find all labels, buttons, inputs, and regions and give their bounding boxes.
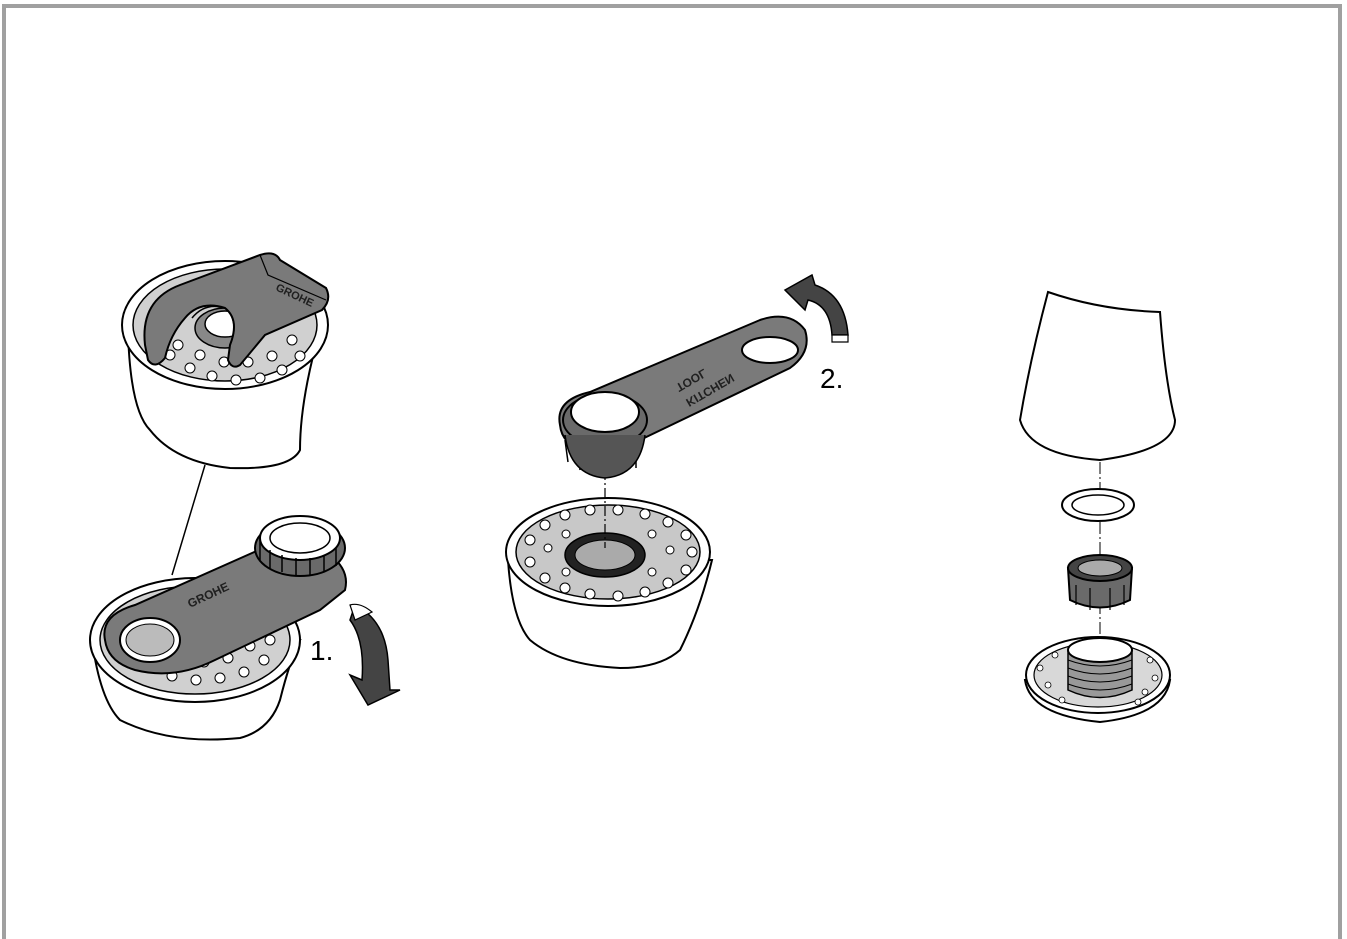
aerator-insert [1068, 555, 1132, 610]
connector-line [172, 465, 205, 575]
spout-body [1020, 292, 1175, 460]
figure-step-2: KITCHEN TOOL 2. [506, 275, 848, 668]
step-label-2: 2. [820, 363, 843, 394]
spray-head-lower: GROHE [90, 516, 346, 740]
rotate-arrow-1 [350, 605, 400, 705]
spray-face [1025, 637, 1170, 722]
step-label-1: 1. [310, 635, 333, 666]
spray-head-middle [506, 498, 712, 668]
diagram-border [4, 6, 1340, 939]
figure-step-1: GROHE GROHE [90, 253, 400, 739]
figure-exploded [1020, 292, 1175, 722]
spray-head-upper: GROHE [122, 253, 328, 468]
kitchen-tool: KITCHEN TOOL [559, 317, 806, 478]
